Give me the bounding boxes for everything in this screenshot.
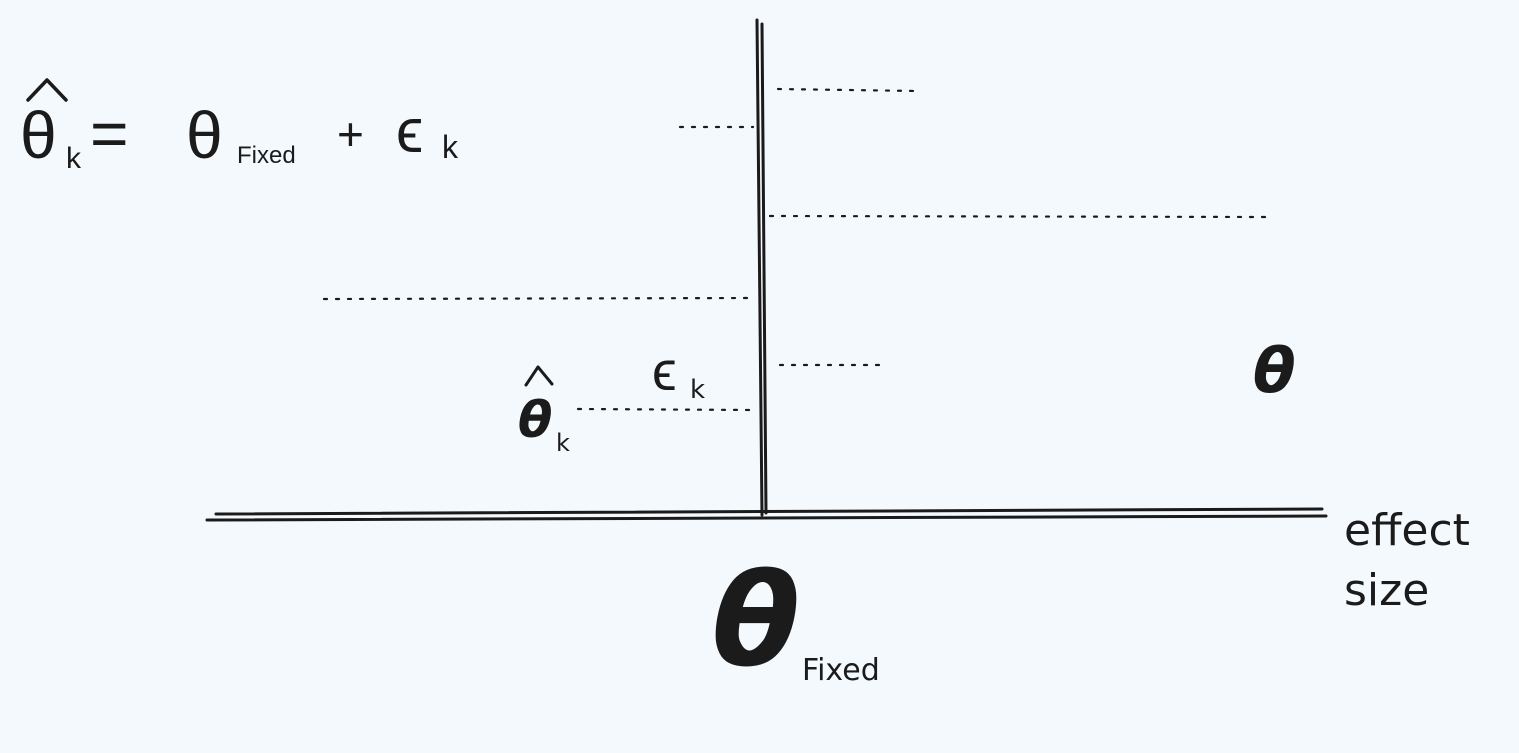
hat-icon (524, 365, 554, 387)
formula-equals: = (90, 96, 129, 170)
estimate-subscript: k (556, 429, 570, 457)
error-symbol: ϵ (652, 339, 677, 402)
true-effect-label: θ (1253, 334, 1296, 407)
formula-lhs-symbol: θ (20, 98, 57, 172)
formula-lhs-subscript: k (66, 142, 82, 175)
x-axis-label: effect size (1344, 505, 1470, 616)
x-axis-label-line1: effect (1344, 505, 1470, 556)
formula: θ k = θ Fixed + ϵ k (20, 78, 459, 175)
formula-plus: + (337, 108, 364, 160)
formula-rhs-subscript: Fixed (237, 142, 296, 169)
formula-error-subscript: k (442, 129, 459, 165)
x-axis (205, 507, 1328, 522)
study-estimate-lines (322, 87, 1270, 412)
estimate-symbol: θ (518, 391, 552, 449)
estimate-label: θ k (518, 365, 570, 457)
study-line (776, 87, 920, 93)
study-line (576, 407, 755, 412)
fixed-axis-subscript: Fixed (802, 653, 880, 688)
error-label: ϵ k (652, 339, 705, 405)
fixed-axis-label: θ Fixed (712, 547, 880, 696)
x-axis-label-line2: size (1344, 565, 1429, 616)
error-subscript: k (690, 375, 705, 405)
study-line (768, 214, 1270, 219)
formula-rhs-symbol: θ (186, 98, 223, 172)
study-line (322, 296, 755, 301)
formula-error-symbol: ϵ (396, 97, 423, 166)
fixed-axis-symbol: θ (712, 547, 800, 696)
hat-icon (26, 78, 68, 102)
fixed-effect-line (755, 18, 768, 517)
